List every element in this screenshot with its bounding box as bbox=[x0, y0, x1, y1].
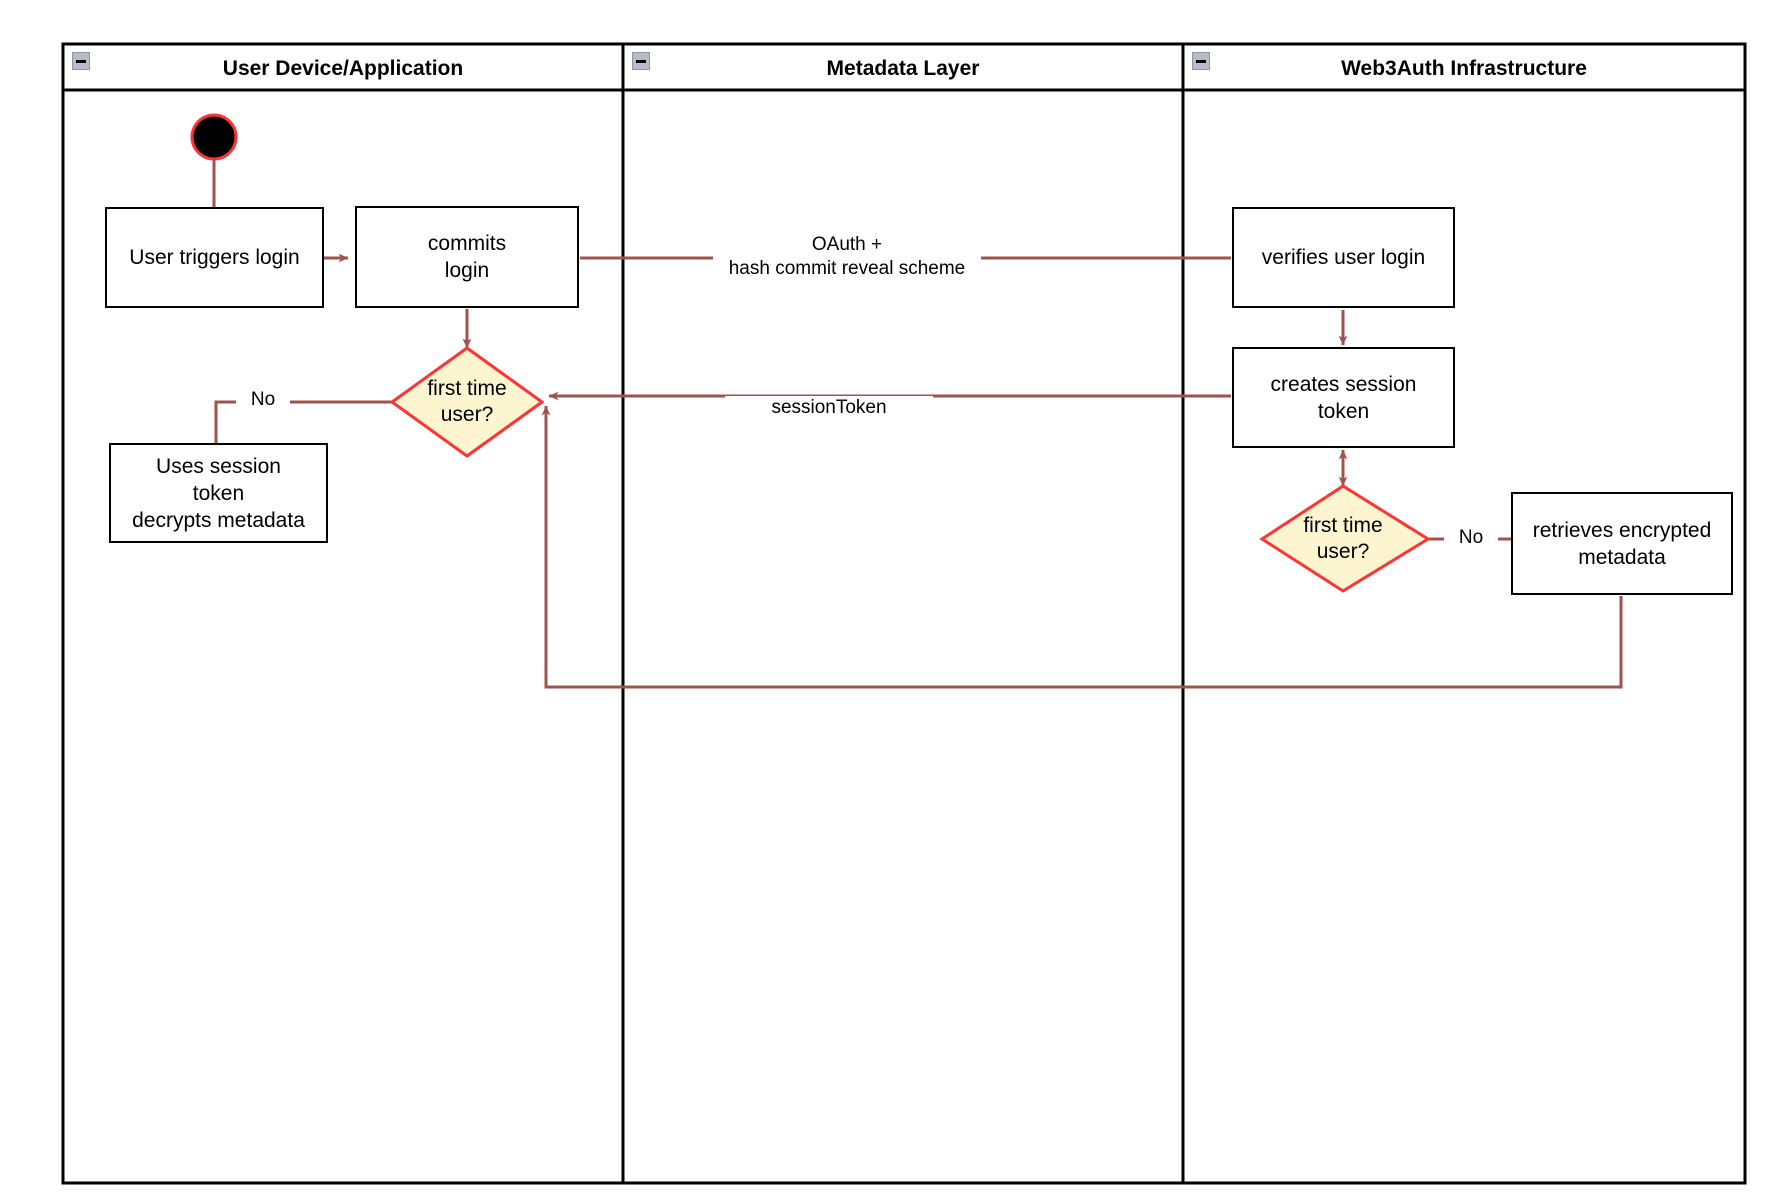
activity-user-triggers-login[interactable]: User triggers login bbox=[105, 207, 324, 308]
collapse-minus-icon-lane-metadata[interactable] bbox=[632, 52, 650, 70]
edge-label-no-left: No bbox=[236, 388, 290, 412]
lane-title-user-device: User Device/Application bbox=[222, 57, 464, 80]
activity-commits-login[interactable]: commits login bbox=[355, 206, 579, 308]
activity-uses-session-token[interactable]: Uses session token decrypts metadata bbox=[109, 443, 328, 543]
collapse-minus-icon-lane-user-device[interactable] bbox=[72, 52, 90, 70]
lane-title-metadata: Metadata Layer bbox=[826, 57, 980, 80]
first-time-user-right[interactable] bbox=[1259, 484, 1431, 593]
edge-label-oauth: OAuth + hash commit reveal scheme bbox=[713, 233, 981, 281]
edge-label-no-right: No bbox=[1444, 526, 1498, 550]
collapse-minus-icon-lane-web3auth[interactable] bbox=[1192, 52, 1210, 70]
start-node bbox=[190, 113, 238, 161]
edge-retrieves-metadata-return-to-decision-left bbox=[541, 405, 1623, 689]
first-time-user-left[interactable] bbox=[389, 346, 545, 458]
edge-label-session-token: sessionToken bbox=[725, 396, 933, 420]
activity-retrieves-encrypted-metadata[interactable]: retrieves encrypted metadata bbox=[1511, 492, 1733, 595]
activity-verifies-user-login[interactable]: verifies user login bbox=[1232, 207, 1455, 308]
lane-title-web3auth: Web3Auth Infrastructure bbox=[1341, 57, 1587, 80]
activity-creates-session-token[interactable]: creates session token bbox=[1232, 347, 1455, 448]
edge-decision-left-no-to-uses-session-token bbox=[214, 400, 392, 443]
